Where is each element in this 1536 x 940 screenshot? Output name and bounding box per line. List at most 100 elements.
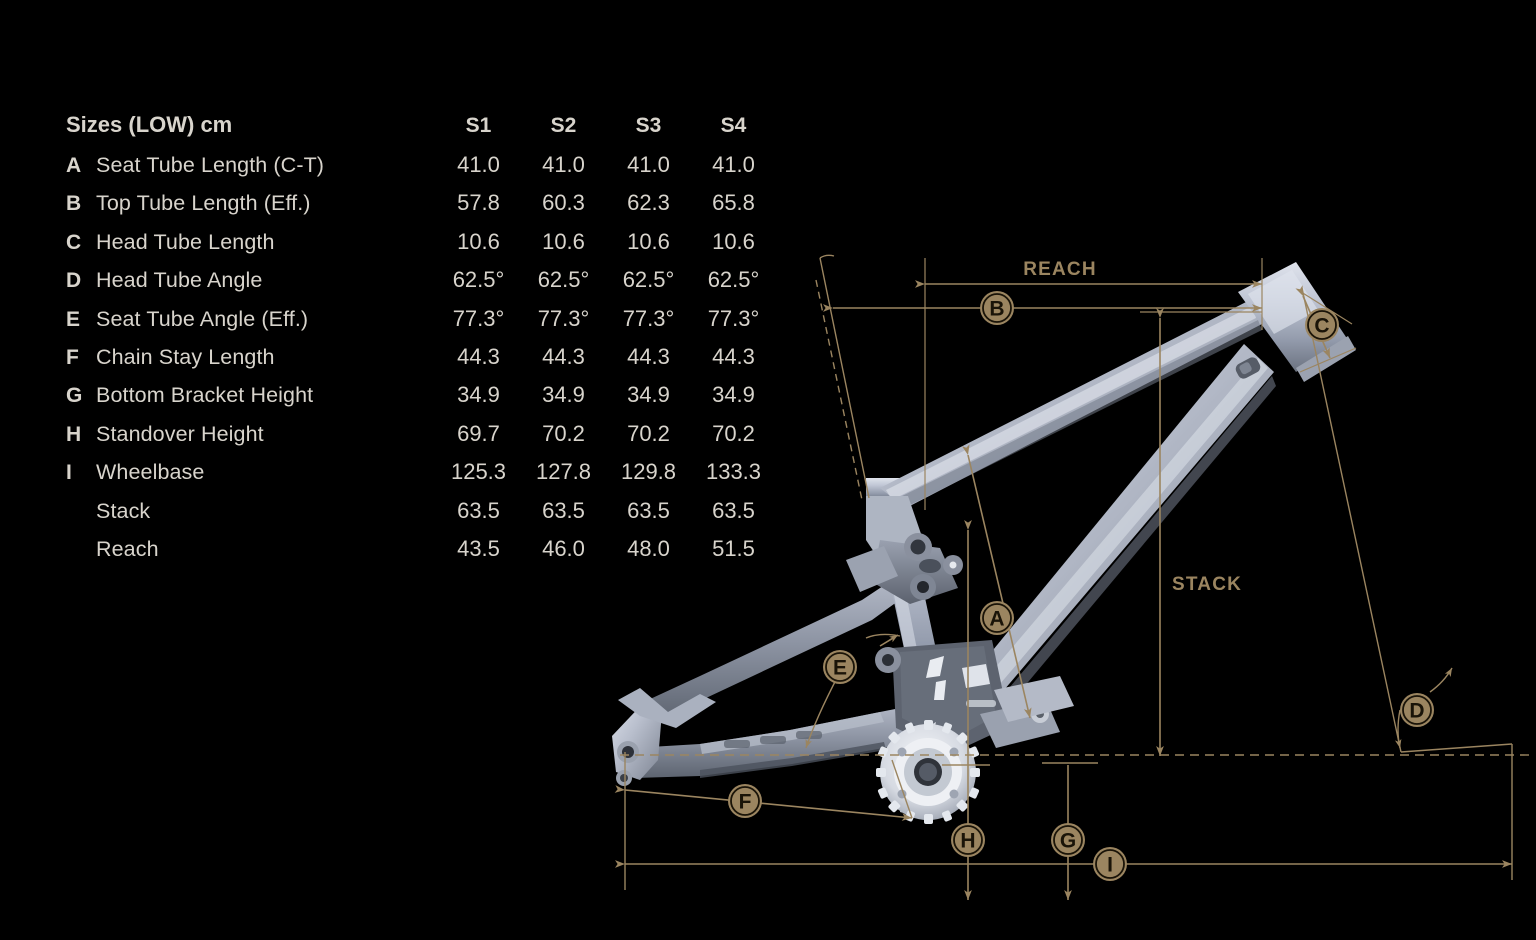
seat-tube-highlight bbox=[872, 480, 928, 710]
d-angle-arrow-upper bbox=[1429, 667, 1453, 693]
row-value-s3: 63.5 bbox=[627, 497, 670, 523]
seat-stay-bridge bbox=[618, 688, 716, 728]
chainring-bolt-2 bbox=[949, 747, 959, 757]
row-value-s4: 34.9 bbox=[712, 382, 755, 408]
rear-axle bbox=[617, 741, 639, 763]
table-row: I Wheelbase 125.3 127.8 129.8 133.3 bbox=[66, 459, 766, 497]
column-header-s3: S3 bbox=[635, 114, 662, 137]
row-label: Top Tube Length (Eff.) bbox=[96, 191, 311, 216]
chain-stay-rib-3 bbox=[796, 731, 822, 739]
row-value-s2: 34.9 bbox=[542, 382, 585, 408]
main-pivot bbox=[875, 647, 901, 673]
head-tube bbox=[1238, 262, 1348, 372]
seat-tube-junction bbox=[866, 496, 930, 576]
table-row: Stack 63.5 63.5 63.5 63.5 bbox=[66, 498, 766, 536]
row-value-s4: 63.5 bbox=[712, 497, 755, 523]
row-letter: B bbox=[66, 192, 82, 216]
cable-port-inner bbox=[1239, 362, 1252, 375]
row-value-s3: 44.3 bbox=[627, 343, 670, 369]
svg-text:H: H bbox=[960, 830, 975, 853]
ext-seat-top-vertical bbox=[819, 257, 870, 499]
svg-text:E: E bbox=[833, 657, 847, 680]
bb-spindle bbox=[914, 758, 942, 786]
row-value-s4: 10.6 bbox=[712, 228, 755, 254]
row-value-s2: 127.8 bbox=[535, 459, 592, 485]
row-letter: F bbox=[66, 345, 80, 369]
reach-label: REACH bbox=[1023, 259, 1097, 280]
row-value-s4: 51.5 bbox=[712, 535, 755, 561]
chainring-bolt-1 bbox=[897, 747, 907, 757]
row-value-s2: 10.6 bbox=[542, 228, 585, 254]
row-value-s4: 62.5° bbox=[707, 267, 760, 293]
svg-text:C: C bbox=[1314, 315, 1329, 338]
row-value-s3: 77.3° bbox=[622, 305, 675, 331]
row-value-s3: 48.0 bbox=[627, 535, 670, 561]
chain-stay bbox=[632, 705, 922, 778]
brand-mark-2 bbox=[934, 680, 946, 700]
row-value-s2: 60.3 bbox=[542, 190, 585, 216]
c-dim-line bbox=[1295, 285, 1331, 359]
chainring-outer bbox=[880, 724, 976, 820]
row-letter: C bbox=[66, 230, 82, 254]
row-value-s2: 70.2 bbox=[542, 420, 585, 446]
column-header-s2: S2 bbox=[550, 114, 577, 137]
badge-h: H bbox=[951, 823, 985, 857]
row-label: Wheelbase bbox=[96, 460, 205, 485]
e-leader-upper bbox=[865, 633, 901, 639]
top-tube bbox=[880, 300, 1262, 508]
rear-axle-bolt-inner bbox=[620, 774, 628, 782]
chain-stay-rib-2 bbox=[760, 736, 786, 744]
f-dim-line bbox=[614, 785, 913, 821]
row-label: Bottom Bracket Height bbox=[96, 383, 314, 408]
bb-shell-light bbox=[900, 646, 996, 742]
svg-text:B: B bbox=[989, 298, 1004, 321]
row-value-s3: 10.6 bbox=[627, 228, 670, 254]
seat-stay-upper-arm bbox=[846, 546, 898, 592]
badge-g: G bbox=[1051, 823, 1085, 857]
rocker-pivot-upper-inner bbox=[910, 539, 926, 555]
f-ext-bb bbox=[891, 759, 913, 819]
bb-spindle-ring bbox=[919, 763, 937, 781]
row-value-s1: 125.3 bbox=[450, 459, 507, 485]
seat-tube-top bbox=[866, 478, 902, 500]
ext-seat-curve bbox=[819, 254, 835, 259]
row-label: Seat Tube Angle (Eff.) bbox=[96, 306, 309, 331]
table-title: Sizes (LOW) cm bbox=[66, 112, 233, 137]
row-value-s1: 69.7 bbox=[457, 420, 500, 446]
row-value-s1: 57.8 bbox=[457, 190, 500, 216]
row-letter: H bbox=[66, 422, 82, 446]
chainring-bolt-4 bbox=[949, 789, 959, 799]
cable-port bbox=[1235, 357, 1261, 379]
top-tube-shadow bbox=[890, 320, 1262, 512]
head-tube-lower-lip bbox=[1296, 336, 1356, 382]
row-value-s2: 62.5° bbox=[537, 267, 590, 293]
row-value-s1: 34.9 bbox=[457, 382, 500, 408]
dimension-badges: A B C D E bbox=[728, 291, 1434, 881]
row-letter: E bbox=[66, 307, 81, 331]
column-header-s1: S1 bbox=[465, 114, 492, 137]
chainring-inner-ring bbox=[894, 738, 962, 806]
row-value-s3: 62.5° bbox=[622, 267, 675, 293]
a-dim-line bbox=[961, 444, 1032, 719]
rocker-pivot-right bbox=[943, 555, 963, 575]
chainring-spider bbox=[904, 748, 952, 796]
row-value-s2: 77.3° bbox=[537, 305, 590, 331]
down-tube-highlight bbox=[988, 358, 1268, 684]
table-row: D Head Tube Angle 62.5° 62.5° 62.5° 62.5… bbox=[66, 267, 766, 305]
top-tube-highlight bbox=[886, 306, 1256, 500]
ext-seat-top-dashed bbox=[815, 279, 863, 501]
row-value-s1: 63.5 bbox=[457, 497, 500, 523]
c-ext-upper bbox=[1297, 289, 1353, 325]
rear-axle-bolt bbox=[616, 770, 632, 786]
row-value-s1: 62.5° bbox=[452, 267, 505, 293]
seat-stay bbox=[648, 578, 905, 722]
chainring-bolt-3 bbox=[897, 789, 907, 799]
brand-mark-1 bbox=[926, 656, 944, 678]
brand-mark-3 bbox=[962, 664, 990, 688]
row-value-s2: 46.0 bbox=[542, 535, 585, 561]
table-row: G Bottom Bracket Height 34.9 34.9 34.9 3… bbox=[66, 382, 766, 420]
row-value-s4: 77.3° bbox=[707, 305, 760, 331]
badge-a: A bbox=[980, 601, 1014, 635]
row-value-s3: 129.8 bbox=[620, 459, 677, 485]
